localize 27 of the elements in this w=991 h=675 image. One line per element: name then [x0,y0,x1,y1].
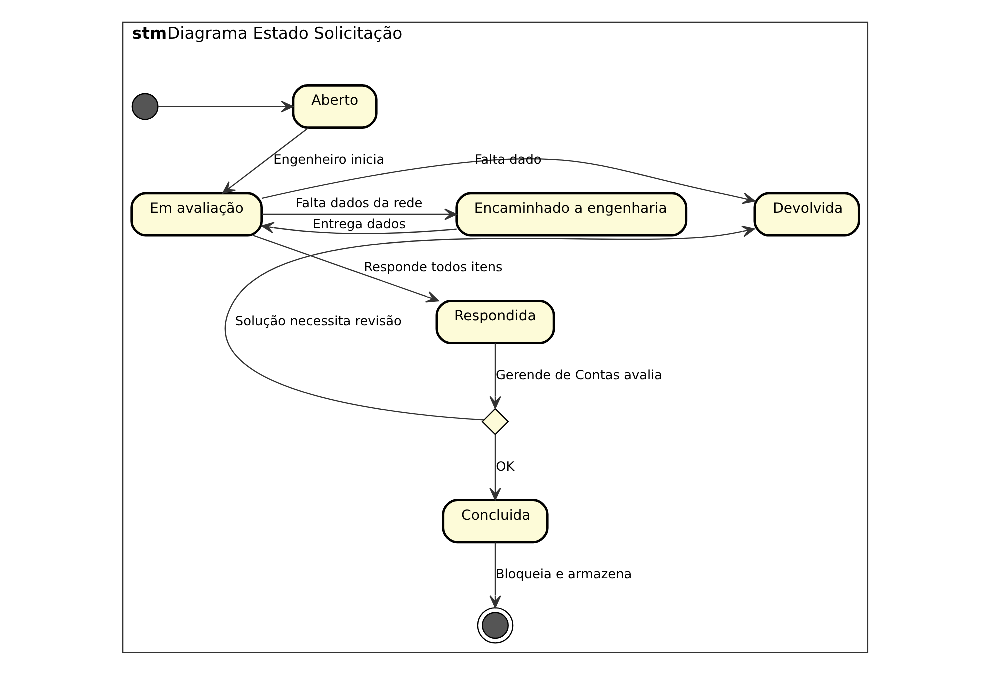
arrow [490,344,502,410]
arrow [158,100,294,113]
node-box: Respondida [436,300,556,345]
node-circle [477,607,514,644]
node-box: Em avaliação [130,192,264,237]
arrow [225,226,756,421]
node-box: Encaminhado a engenharia [456,192,688,237]
edge-label: Bloqueia e armazena [496,568,632,583]
edge-label: Responde todos itens [364,260,503,276]
edge-label: Falta dados da rede [296,196,423,212]
edge-label: Engenheiro inicia [274,152,385,168]
edge-label: Solução necessita revisão [235,314,402,330]
arrow [262,158,756,204]
arrow [262,222,457,234]
arrow [262,208,458,220]
edge-label: Entrega dados [312,217,406,232]
node-circle [132,93,159,120]
arrow [490,434,502,501]
edge-label: OK [496,460,515,475]
edge-label: Gerende de Contas avalia [496,368,663,384]
node-box: Concluida [442,499,549,544]
node-box: Aberto [292,84,378,130]
node-diamond [482,408,510,436]
node-box: Devolvida [754,192,860,237]
arrow [490,542,502,608]
arrow [222,128,310,194]
arrow [253,235,440,303]
